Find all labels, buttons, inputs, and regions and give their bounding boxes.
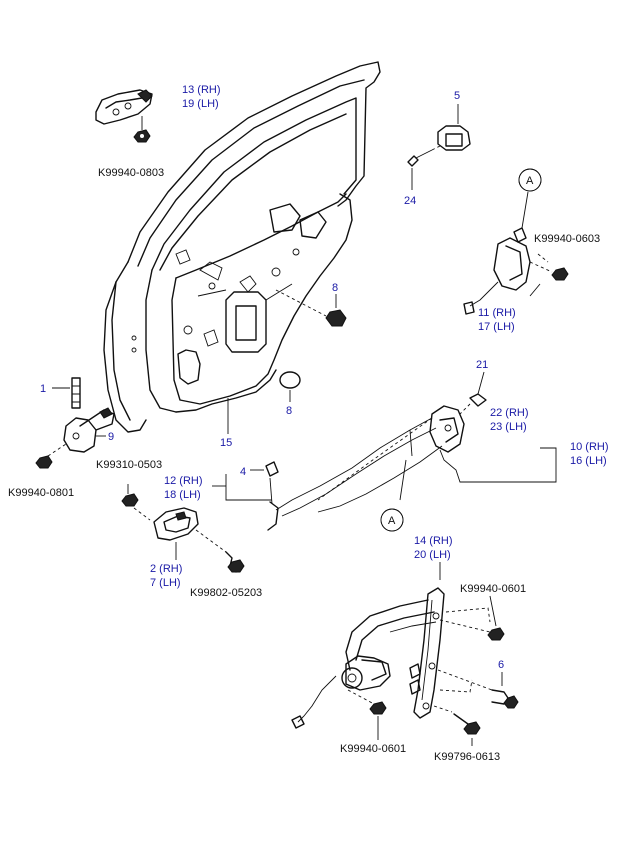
label-5: 5 <box>454 90 460 102</box>
label-k99940-0801: K99940-0801 <box>8 487 74 499</box>
rear-door-panel <box>103 61 381 433</box>
label-2-rh: 2 (RH) <box>150 563 182 575</box>
label-k99802-05203: K99802-05203 <box>190 587 262 599</box>
label-7-lh: 7 (LH) <box>150 577 181 589</box>
label-18-lh: 18 (LH) <box>164 489 201 501</box>
label-21: 21 <box>476 359 488 371</box>
clip-part-8-upper <box>275 289 347 327</box>
door-hinge-assembly <box>35 377 115 469</box>
label-14-rh: 14 (RH) <box>414 535 453 547</box>
window-regulator-assembly <box>291 562 519 746</box>
door-latch-assembly <box>275 371 557 532</box>
label-8-upper: 8 <box>332 282 338 294</box>
label-k99940-0603: K99940-0603 <box>534 233 600 245</box>
label-callout-a-top: A <box>526 175 534 187</box>
label-8-lower: 8 <box>286 405 292 417</box>
label-k99940-0601-bottom: K99940-0601 <box>340 743 406 755</box>
label-11-rh: 11 (RH) <box>478 307 516 319</box>
callout-circle-a-top <box>518 168 542 192</box>
inside-door-handle <box>121 484 245 573</box>
label-19-lh: 19 (LH) <box>182 98 219 110</box>
label-20-lh: 20 (LH) <box>414 549 451 561</box>
outside-handle-assembly <box>95 89 153 143</box>
callout-circle-a-mid <box>380 508 404 532</box>
label-4: 4 <box>240 466 246 478</box>
door-lock-actuator <box>463 168 569 315</box>
label-16-lh: 16 (LH) <box>570 455 607 467</box>
label-6: 6 <box>498 659 504 671</box>
inside-handle-rod <box>212 461 279 531</box>
label-callout-a-mid: A <box>388 515 396 527</box>
part-labels: 13 (RH) 19 (LH) K99940-0803 5 24 A K9994… <box>8 84 609 763</box>
label-17-lh: 17 (LH) <box>478 321 515 333</box>
label-k99940-0803: K99940-0803 <box>98 167 164 179</box>
label-k99310-0503: K99310-0503 <box>96 459 162 471</box>
label-23-lh: 23 (LH) <box>490 421 527 433</box>
label-k99940-0601-right: K99940-0601 <box>460 583 526 595</box>
label-15: 15 <box>220 437 232 449</box>
label-10-rh: 10 (RH) <box>570 441 609 453</box>
label-13-rh: 13 (RH) <box>182 84 221 96</box>
label-22-rh: 22 (RH) <box>490 407 529 419</box>
label-k99796-0613: K99796-0613 <box>434 751 500 763</box>
label-1: 1 <box>40 383 46 395</box>
plug-part-8-lower <box>279 371 301 402</box>
label-9: 9 <box>108 431 114 443</box>
label-12-rh: 12 (RH) <box>164 475 203 487</box>
label-24: 24 <box>404 195 416 207</box>
door-check-assembly <box>407 104 471 190</box>
